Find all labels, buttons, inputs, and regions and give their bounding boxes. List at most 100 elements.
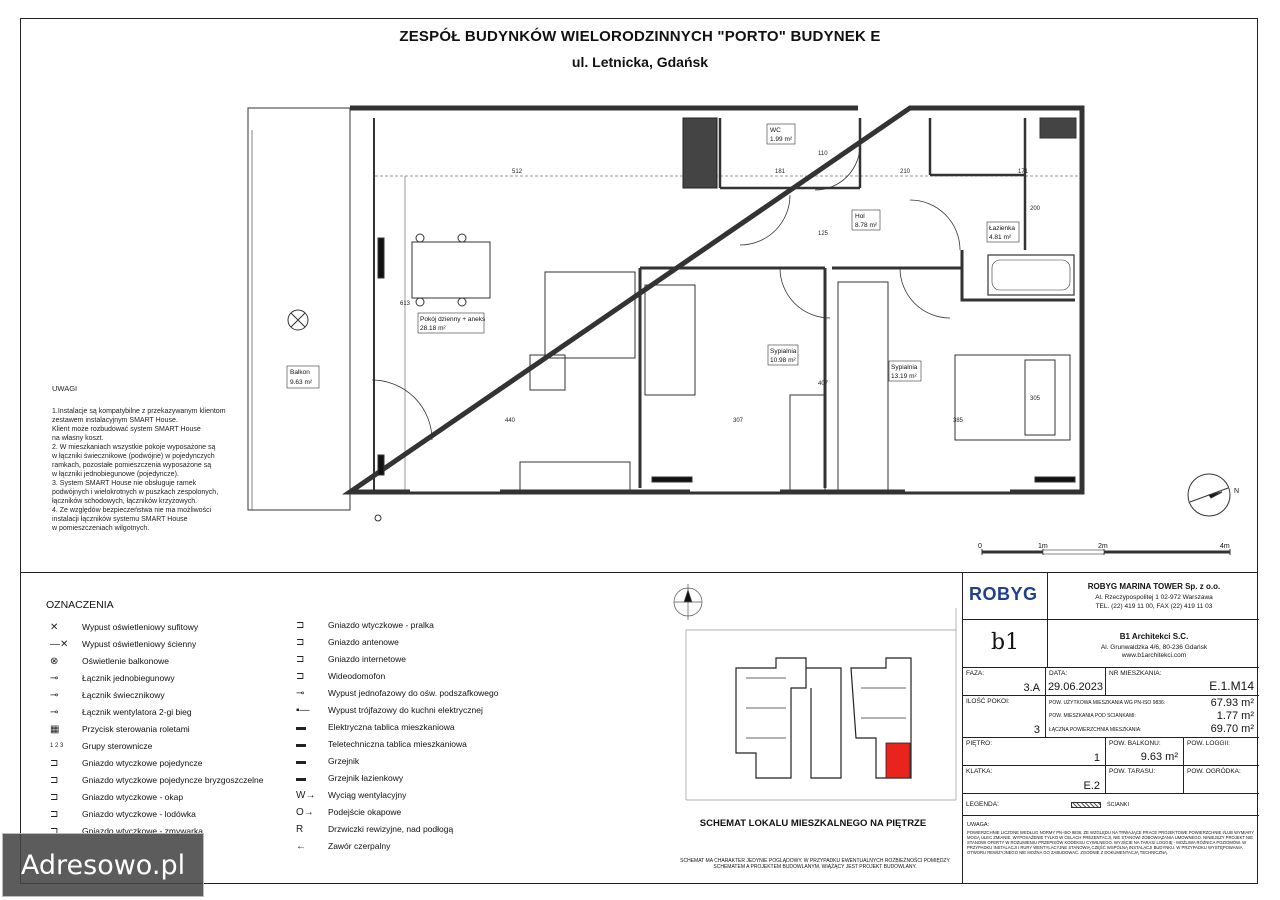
north-label: N: [1234, 488, 1239, 495]
ceiling-light-icon: ✕: [50, 622, 59, 633]
faza-label: FAZA:: [966, 670, 985, 677]
watermark-logo: Adresowo.pl: [2, 833, 204, 897]
legend-item: ⊸Łącznik jednobiegunowy: [46, 670, 263, 687]
room-name-sypialnia-1: Sypialnia: [770, 348, 797, 355]
room-area-hol: 8.78 m²: [855, 222, 878, 229]
balcony-light-icon: ⊗: [50, 656, 59, 667]
notes-line: 2. W mieszkaniach wszystkie pokoje wypos…: [52, 444, 216, 451]
room-area-balkon: 9.63 m²: [290, 379, 313, 386]
scale-0: 0: [978, 543, 982, 550]
klatka-value: E.2: [1083, 780, 1100, 792]
ogrodek-label: POW. OGRÓDKA:: [1187, 768, 1241, 775]
ventilation-icon: W→: [296, 790, 316, 801]
socket-washer-icon: ⊐: [296, 620, 305, 631]
notes-line: instalacji łączników systemu SMART House: [52, 516, 188, 523]
room-name-sypialnia-2: Sypialnia: [891, 364, 918, 371]
dim-305: 305: [1030, 396, 1041, 402]
floor-plan: 512 440 307 385 181 171 210 613 407 305 …: [247, 105, 1239, 555]
legend-item: ⊐Gniazdo wtyczkowe - lodówka: [46, 806, 263, 823]
notes-line: zestawem instalacyjnym SMART House.: [52, 417, 178, 424]
internet-socket-icon: ⊐: [296, 654, 305, 665]
balcony-light-icon: [287, 309, 309, 331]
videophone-icon: ⊐: [296, 671, 305, 682]
pietro-label: PIĘTRO:: [966, 740, 993, 747]
tb-floor-row: PIĘTRO: 1 POW. BALKONU: 9.63 m² POW. LOG…: [963, 738, 1259, 766]
legend-item: ⊸Łącznik świecznikowy: [46, 687, 263, 704]
architect-name: B1 Architekci S.C.: [1119, 632, 1189, 641]
legenda-symbol-label: ŚCIANKI: [1107, 802, 1130, 808]
dim-125: 125: [818, 231, 829, 237]
area-under-walls-label: POW. MIESZKANIA POD SCIANKAMI:: [1049, 713, 1136, 719]
uwaga-text: POWIERZCHNIE LICZONE WEDŁUG NORMY PN-ISO…: [967, 830, 1254, 855]
legend-item: ⊐Gniazdo wtyczkowe - pralka: [292, 617, 499, 634]
balkon-value: 9.63 m²: [1140, 751, 1178, 763]
faza-value: 3.A: [1023, 682, 1040, 694]
room-area-pokoj: 28.18 m²: [420, 325, 446, 332]
notes-line: ramkach, pozostałe pomieszczenia wyposaż…: [52, 462, 212, 469]
dim-110: 110: [818, 151, 828, 157]
pokoje-value: 3: [1033, 724, 1040, 736]
scale-4m: 4m: [1220, 543, 1230, 550]
legend-item: ⊐Gniazdo wtyczkowe pojedyncze: [46, 755, 263, 772]
area-under-walls-value: 1.77 m²: [1216, 710, 1254, 722]
legend-item: ▬Grzejnik: [292, 753, 499, 770]
dim-210: 210: [900, 169, 911, 175]
hatch-swatch-icon: [1071, 802, 1101, 808]
room-name-balkon: Balkon: [290, 369, 310, 376]
legend-item: ⊐Gniazdo antenowe: [292, 634, 499, 651]
area-total-value: 69.70 m²: [1210, 723, 1254, 735]
electric-panel-icon: ▬: [296, 722, 306, 733]
balkon-label: POW. BALKONU:: [1109, 740, 1161, 747]
legend-item: ▬Grzejnik łazienkowy: [292, 770, 499, 787]
loggia-label: POW. LOGGII:: [1187, 740, 1230, 747]
outer-walls: [341, 105, 1085, 495]
legend-item: —✕Wypust oświetleniowy ścienny: [46, 636, 263, 653]
schematic-disclaimer: SCHEMAT MA CHARAKTER JEDYNIE POGLĄDOWY. …: [680, 858, 950, 870]
notes-line: podwójnych i wielokrotnych w puszkach ze…: [52, 489, 219, 496]
company-phone: TEL. (22) 419 11 00, FAX (22) 419 11 03: [1095, 603, 1213, 610]
north-compass-icon: [1187, 473, 1231, 517]
notes-line: łączników schodowych, łączników krzyżowy…: [52, 498, 198, 505]
legend-item: ⊐Gniazdo wtyczkowe - zmywarka: [46, 823, 263, 840]
undercabinet-outlet-icon: ⊸: [296, 688, 305, 699]
wall-light-icon: —✕: [50, 639, 69, 650]
groups-icon: 1 2 3: [50, 743, 64, 749]
room-area-lazienka: 4.81 m²: [989, 234, 1012, 241]
water-valve-icon: ←: [296, 841, 306, 852]
notes-heading: UWAGI: [52, 384, 78, 393]
three-phase-outlet-icon: ▪—: [296, 705, 310, 716]
page-title: ZESPÓŁ BUDYNKÓW WIELORODZINNYCH "PORTO" …: [399, 28, 881, 45]
dim-385: 385: [953, 418, 964, 424]
legend-col-2: ⊐Gniazdo wtyczkowe - pralka ⊐Gniazdo ant…: [292, 617, 499, 855]
nr-value: E.1.M14: [1209, 679, 1254, 693]
telecom-panel-icon: ▬: [296, 739, 306, 750]
tb-company-row: ROBYG ROBYG MARINA TOWER Sp. z o.o. Al. …: [963, 572, 1259, 620]
room-name-hol: Hol: [855, 213, 865, 220]
dim-613: 613: [400, 301, 411, 307]
page-subtitle: ul. Letnicka, Gdańsk: [571, 54, 709, 70]
pietro-value: 1: [1093, 752, 1100, 764]
scale-2m: 2m: [1098, 543, 1108, 550]
title-block: ROBYG ROBYG MARINA TOWER Sp. z o.o. Al. …: [962, 572, 1259, 884]
legend-item: ⊐Gniazdo wtyczkowe - okap: [46, 789, 263, 806]
floor-schematic: SCHEMAT LOKALU MIESZKALNEGO NA PIĘTRZE S…: [666, 578, 960, 878]
legend: OZNACZENIA ✕Wypust oświetleniowy sufitow…: [46, 599, 666, 852]
socket-icon: ⊐: [50, 758, 59, 769]
schematic-drawing: [673, 584, 957, 801]
balcony-outline: [247, 107, 351, 511]
legend-item: ⊐Wideodomofon: [292, 668, 499, 685]
tb-legend-row: LEGENDA: ŚCIANKI: [963, 794, 1259, 816]
tb-stair-row: KLATKA: E.2 POW. TARASU: POW. OGRÓDKA:: [963, 766, 1259, 794]
radiator-icon: ▬: [296, 756, 306, 767]
legend-item: ▬Elektryczna tablica mieszkaniowa: [292, 719, 499, 736]
dim-200: 200: [1030, 206, 1041, 212]
nr-label: NR MIESZKANIA:: [1109, 670, 1162, 677]
apartment-highlight: [885, 742, 911, 779]
interior-walls: [638, 250, 1075, 488]
uwaga-label: UWAGA:: [967, 822, 990, 828]
legend-item: ⊐Gniazdo internetowe: [292, 651, 499, 668]
notes-block: UWAGI 1.Instalacje są kompatybilne z prz…: [52, 384, 232, 533]
blind-button-icon: ▦: [50, 724, 60, 735]
klatka-label: KLATKA:: [966, 768, 993, 775]
